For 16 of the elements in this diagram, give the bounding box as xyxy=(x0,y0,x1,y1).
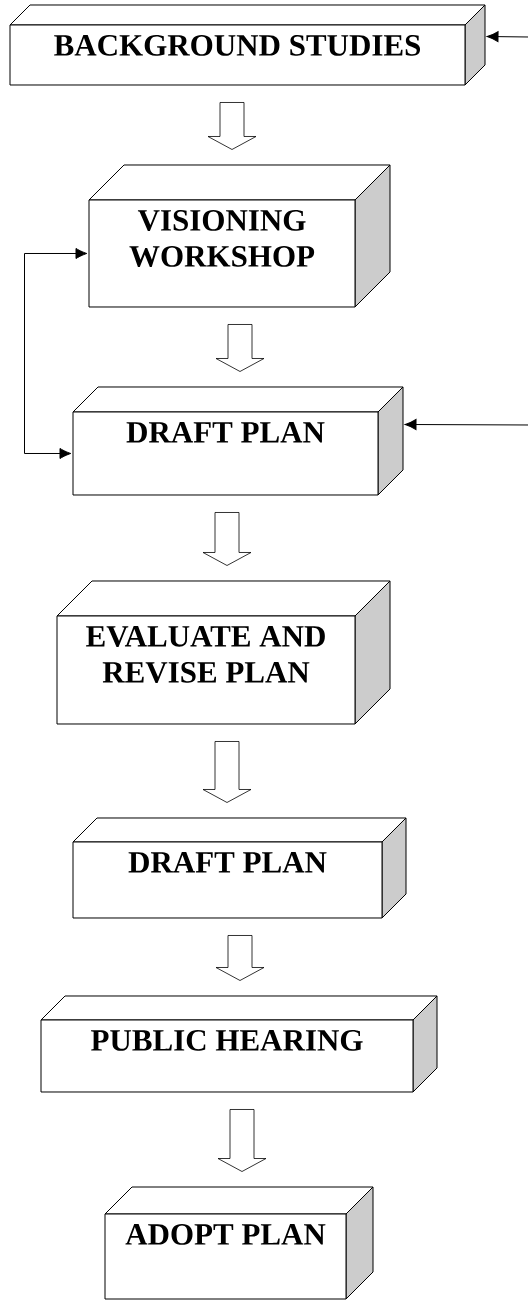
arrow xyxy=(24,247,88,459)
block-arrow xyxy=(207,102,257,150)
block-arrow xyxy=(217,1109,267,1172)
arrow xyxy=(486,31,528,43)
block-arrow xyxy=(202,741,252,803)
cuboid-box: PUBLIC HEARING xyxy=(40,995,438,1093)
cuboid-box: DRAFT PLAN xyxy=(72,386,404,496)
arrow xyxy=(404,419,528,431)
block-arrow xyxy=(215,935,265,981)
cuboid-box: EVALUATE AND REVISE PLAN xyxy=(56,580,391,725)
cuboid-box: VISIONING WORKSHOP xyxy=(88,164,391,308)
cuboid-box: BACKGROUND STUDIES xyxy=(9,4,486,86)
cuboid-box: ADOPT PLAN xyxy=(104,1186,374,1300)
cuboid-box: DRAFT PLAN xyxy=(72,817,407,919)
block-arrow xyxy=(202,512,252,566)
block-arrow xyxy=(215,324,265,372)
